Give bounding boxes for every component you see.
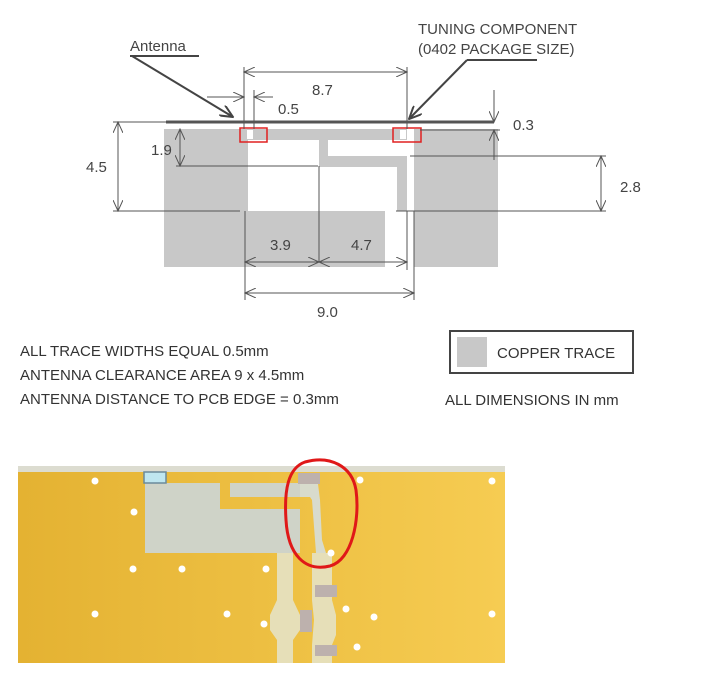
dim-3-9: 3.9 bbox=[270, 237, 291, 254]
tuning-leader-arrow bbox=[409, 59, 468, 119]
pcb-component bbox=[315, 645, 337, 656]
dim-4-7: 4.7 bbox=[351, 237, 372, 254]
note-trace-width: ALL TRACE WIDTHS EQUAL 0.5mm bbox=[20, 343, 269, 360]
dim-0-5: 0.5 bbox=[278, 101, 299, 118]
pcb-vias bbox=[91, 476, 496, 651]
pcb-rf-trace bbox=[312, 553, 336, 663]
copper-swatch bbox=[457, 337, 487, 367]
antenna-callout-label: Antenna bbox=[130, 38, 187, 55]
dim-4-5: 4.5 bbox=[86, 159, 107, 176]
dim-2-8: 2.8 bbox=[620, 179, 641, 196]
pcb-feed-trace bbox=[270, 553, 300, 663]
units-note: ALL DIMENSIONS IN mm bbox=[445, 392, 619, 409]
dim-8-7: 8.7 bbox=[312, 82, 333, 99]
red-highlight-circle bbox=[284, 458, 359, 569]
legend: COPPER TRACE bbox=[449, 330, 634, 374]
antenna-leader-arrow bbox=[131, 55, 233, 117]
pcb-ground-copper bbox=[145, 483, 300, 553]
tuning-callout-line1: TUNING COMPONENT bbox=[418, 21, 577, 38]
copper-layout bbox=[164, 129, 498, 267]
tuning-callout-line2: (0402 PACKAGE SIZE) bbox=[418, 41, 574, 58]
note-edge-distance: ANTENNA DISTANCE TO PCB EDGE = 0.3mm bbox=[20, 391, 339, 408]
pcb-component bbox=[315, 585, 337, 597]
dim-0-3: 0.3 bbox=[513, 117, 534, 134]
dim-9-0: 9.0 bbox=[317, 304, 338, 321]
dimension-lines bbox=[113, 67, 606, 300]
dim-1-9: 1.9 bbox=[151, 142, 172, 159]
pcb-component bbox=[143, 471, 167, 484]
legend-copper-label: COPPER TRACE bbox=[497, 345, 615, 362]
note-clearance-area: ANTENNA CLEARANCE AREA 9 x 4.5mm bbox=[20, 367, 304, 384]
pcb-antenna-trace bbox=[230, 483, 312, 497]
pcb-tuning-component bbox=[298, 473, 320, 484]
pcb-component bbox=[300, 610, 312, 632]
pcb-render bbox=[18, 458, 505, 663]
